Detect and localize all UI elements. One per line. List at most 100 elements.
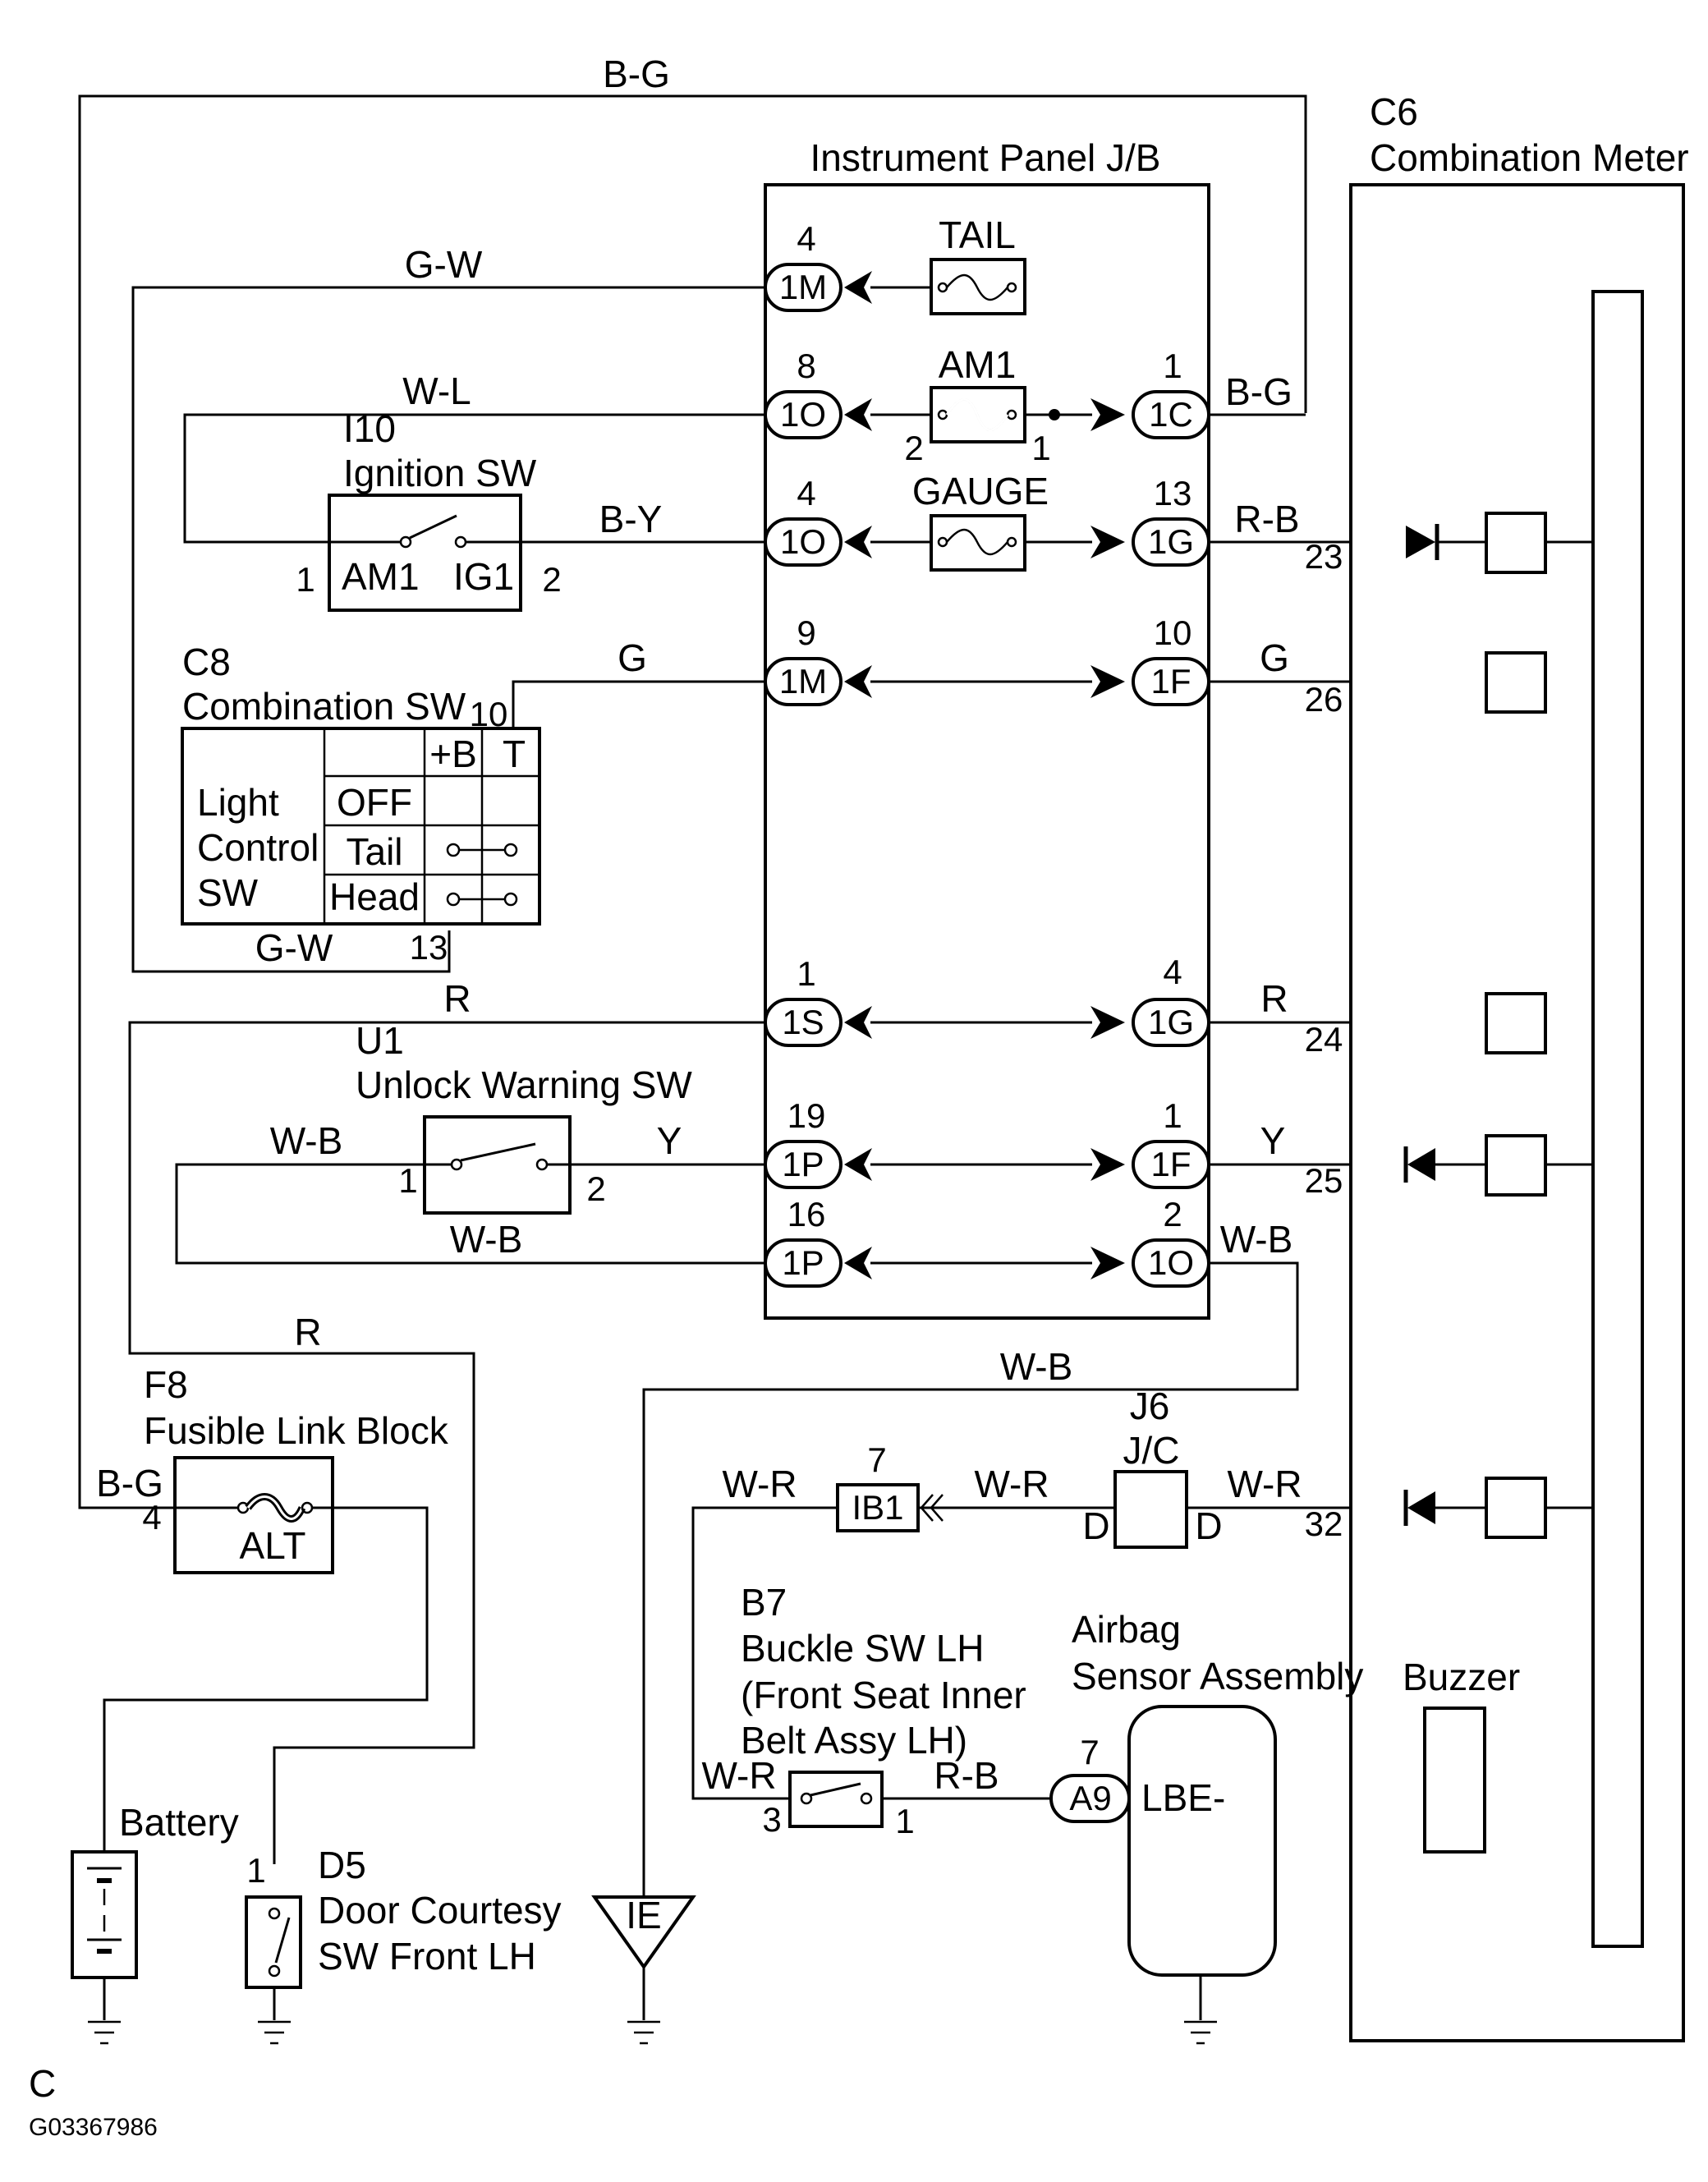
svg-text:LBE-: LBE- — [1141, 1776, 1225, 1819]
battery: Battery — [71, 1801, 239, 1979]
svg-text:1G: 1G — [1148, 522, 1194, 561]
svg-text:GAUGE: GAUGE — [912, 470, 1049, 512]
svg-text:Control: Control — [197, 826, 319, 869]
ground-symbol — [88, 2020, 121, 2045]
connector-1S: 1 1S — [764, 954, 872, 1047]
connector-1M-lower: 9 1M — [764, 613, 872, 706]
svg-text:T: T — [503, 733, 526, 775]
svg-text:8: 8 — [797, 347, 815, 385]
connector-1M-upper: 4 1M — [764, 219, 872, 312]
svg-text:1M: 1M — [779, 268, 827, 306]
svg-text:D: D — [1082, 1504, 1109, 1547]
svg-text:W-B: W-B — [1220, 1218, 1293, 1261]
svg-text:1: 1 — [246, 1851, 265, 1890]
meter-terminal-26 — [1485, 651, 1547, 714]
svg-text:B-G: B-G — [603, 53, 670, 95]
diode-23 — [1406, 526, 1435, 558]
jb-left-connectors: 4 1M 8 1O 4 1O 9 1M 1 1S — [764, 219, 872, 1288]
svg-text:Battery: Battery — [119, 1801, 239, 1844]
svg-text:Buzzer: Buzzer — [1403, 1656, 1520, 1698]
svg-text:C8: C8 — [182, 641, 231, 683]
svg-text:G: G — [1260, 636, 1289, 679]
svg-text:1F: 1F — [1150, 1145, 1191, 1183]
meter-bus-bar — [1591, 290, 1644, 1948]
svg-text:13: 13 — [410, 928, 448, 967]
svg-text:TAIL: TAIL — [939, 214, 1016, 256]
svg-text:D5: D5 — [318, 1844, 366, 1886]
svg-text:G-W: G-W — [405, 243, 483, 286]
svg-text:J/C: J/C — [1123, 1429, 1180, 1472]
svg-text:Light: Light — [197, 781, 279, 824]
svg-text:R-B: R-B — [934, 1754, 999, 1797]
combination-switch: C8 Combination SW 10 +B T Light Control … — [181, 641, 541, 967]
svg-text:1C: 1C — [1149, 395, 1193, 434]
svg-text:Y: Y — [657, 1119, 682, 1162]
ground-symbol — [258, 2020, 291, 2045]
svg-text:13: 13 — [1154, 474, 1192, 512]
svg-text:4: 4 — [1163, 953, 1182, 991]
footer-letter: C — [29, 2062, 56, 2105]
unlock-warning-switch: U1 Unlock Warning SW 1 2 — [356, 1019, 692, 1215]
svg-text:B-G: B-G — [96, 1462, 163, 1504]
ground-symbols — [88, 2020, 1217, 2045]
svg-text:1O: 1O — [1148, 1243, 1194, 1282]
svg-text:B7: B7 — [741, 1581, 787, 1624]
connector-1O-lower: 2 1O — [1090, 1195, 1210, 1288]
svg-text:Sensor Assembly: Sensor Assembly — [1072, 1655, 1363, 1697]
svg-text:D: D — [1195, 1504, 1222, 1547]
svg-text:1P: 1P — [782, 1243, 824, 1282]
connector-ib1: 7 IB1 — [836, 1440, 944, 1532]
svg-text:2: 2 — [542, 560, 561, 599]
connector-1O-upper: 8 1O — [764, 347, 872, 439]
diode-25 — [1407, 1148, 1435, 1181]
svg-text:R: R — [1260, 977, 1288, 1020]
svg-text:AM1: AM1 — [939, 343, 1017, 386]
svg-text:Y: Y — [1260, 1119, 1286, 1162]
buzzer: Buzzer — [1403, 1656, 1520, 1854]
door-courtesy-switch: 1 D5 Door Courtesy SW Front LH — [245, 1844, 562, 1989]
svg-text:16: 16 — [787, 1195, 826, 1233]
meter-terminal-32 — [1485, 1477, 1547, 1539]
ignition-switch: I10 Ignition SW AM1 IG1 1 2 — [296, 407, 562, 612]
svg-text:I10: I10 — [343, 407, 396, 450]
svg-text:W-R: W-R — [974, 1463, 1049, 1505]
svg-text:7: 7 — [867, 1440, 886, 1479]
svg-text:1F: 1F — [1150, 662, 1191, 701]
svg-text:2: 2 — [586, 1169, 605, 1208]
ground-symbol — [1184, 2020, 1217, 2045]
fuse-am1: AM1 2 1 — [904, 343, 1050, 467]
svg-text:OFF: OFF — [337, 781, 412, 824]
svg-text:4: 4 — [797, 474, 815, 512]
svg-text:1O: 1O — [780, 395, 826, 434]
svg-text:1P: 1P — [782, 1145, 824, 1183]
svg-text:1O: 1O — [780, 522, 826, 561]
meter-terminal-24 — [1485, 992, 1547, 1054]
meter-terminal-23 — [1485, 512, 1547, 574]
svg-text:Door Courtesy: Door Courtesy — [318, 1889, 562, 1932]
buckle-switch: B7 Buckle SW LH (Front Seat Inner Belt A… — [741, 1581, 1026, 1840]
svg-text:G: G — [618, 636, 647, 679]
svg-text:AM1: AM1 — [342, 555, 420, 598]
svg-text:19: 19 — [787, 1096, 826, 1135]
jb-right-connectors: 1 1C 13 1G 10 1F 4 1G 1 1F — [1090, 347, 1210, 1288]
svg-text:W-L: W-L — [402, 370, 471, 412]
svg-text:10: 10 — [1154, 613, 1192, 652]
connector-1P-upper: 19 1P — [764, 1096, 872, 1189]
svg-text:Unlock Warning SW: Unlock Warning SW — [356, 1063, 692, 1106]
connector-1O-middle: 4 1O — [764, 474, 872, 567]
svg-text:2: 2 — [1163, 1195, 1182, 1233]
jb-title: Instrument Panel J/B — [810, 136, 1161, 179]
svg-text:2: 2 — [904, 429, 923, 467]
svg-text:26: 26 — [1305, 680, 1343, 719]
connector-1G-upper: 13 1G — [1090, 474, 1210, 567]
svg-text:F8: F8 — [144, 1363, 188, 1406]
airbag-sensor-assembly: Airbag Sensor Assembly 7 A9 LBE- — [1049, 1608, 1363, 1977]
svg-text:1: 1 — [1163, 1096, 1182, 1135]
svg-text:Fusible Link Block: Fusible Link Block — [144, 1409, 449, 1452]
svg-text:1: 1 — [1031, 429, 1050, 467]
diode-32 — [1407, 1491, 1435, 1524]
fuse-gauge: GAUGE — [912, 470, 1049, 572]
meter-inputs: 23 26 24 25 32 — [1305, 512, 1593, 1543]
svg-text:4: 4 — [142, 1498, 161, 1537]
